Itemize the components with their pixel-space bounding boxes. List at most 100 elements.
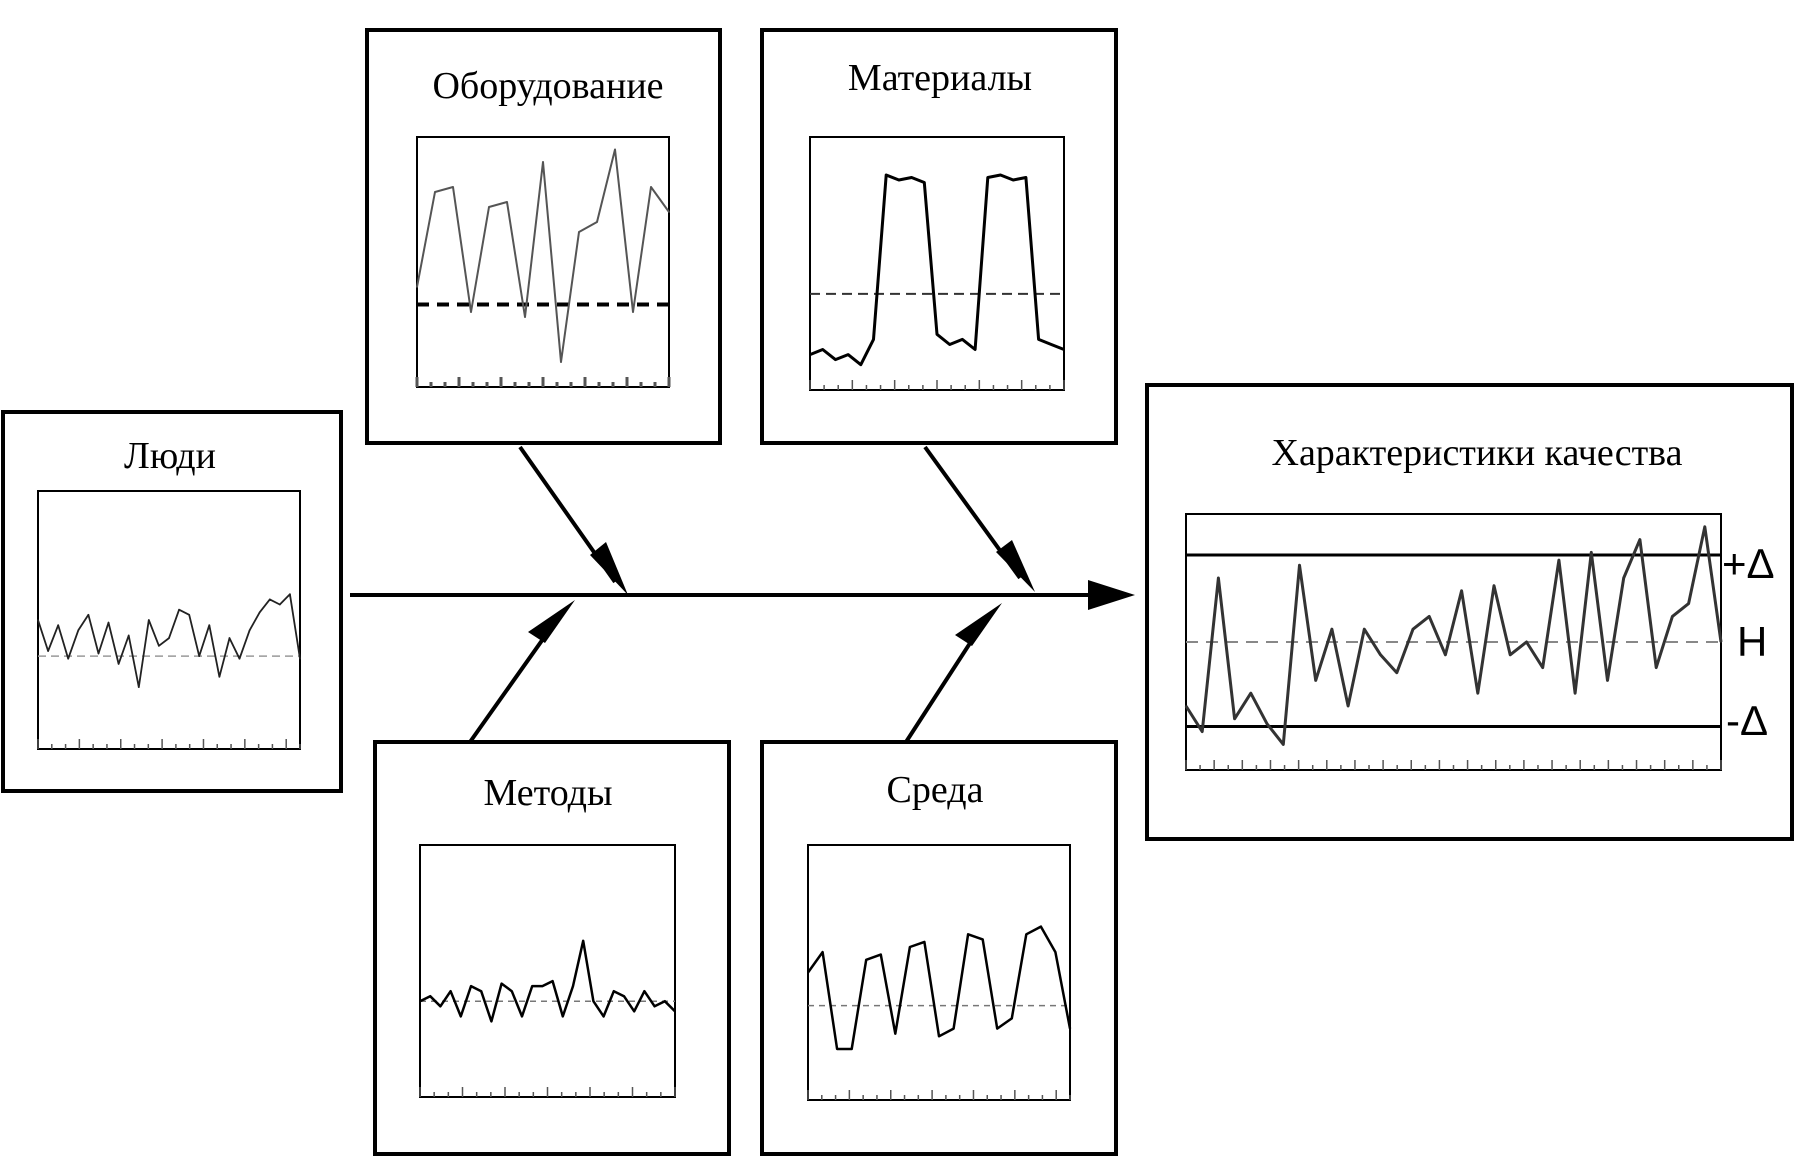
data-point (1639, 538, 1641, 541)
data-point (633, 1010, 635, 1013)
data-point (1493, 584, 1495, 587)
data-point (1314, 679, 1317, 682)
equipment-arrowhead (590, 542, 628, 595)
data-point (898, 179, 900, 181)
data-point (836, 1048, 838, 1050)
data-point (847, 353, 849, 356)
data-point (1012, 179, 1014, 181)
data-point (238, 657, 241, 660)
data-point (1655, 666, 1657, 669)
quality-box: Характеристики качества +Δ Н -Δ (1145, 383, 1794, 841)
data-point (1444, 654, 1447, 656)
data-point (1541, 666, 1544, 669)
data-point (168, 637, 170, 639)
data-point (894, 1032, 897, 1035)
data-point (1347, 705, 1349, 707)
data-point (1590, 551, 1593, 554)
data-point (885, 174, 887, 176)
data-point (521, 1015, 523, 1018)
data-point (923, 181, 926, 184)
data-point (158, 645, 160, 647)
data-point (1412, 628, 1414, 630)
data-point (1025, 176, 1027, 179)
data-point (1460, 590, 1463, 592)
data-point (541, 985, 544, 987)
data-point (1233, 718, 1236, 720)
data-point (1622, 577, 1625, 579)
data-point (1010, 1017, 1013, 1020)
data-point (999, 174, 1002, 176)
nominal-label: Н (1737, 618, 1767, 665)
upper-limit-label: +Δ (1722, 540, 1775, 587)
data-point (602, 1015, 605, 1018)
data-point (1025, 933, 1028, 936)
data-point (592, 1000, 595, 1003)
data-point (178, 608, 180, 611)
data-point (623, 995, 625, 997)
data-point (460, 1015, 462, 1018)
data-point (1037, 338, 1040, 341)
data-point (188, 614, 190, 616)
data-point (198, 655, 201, 657)
data-point (560, 361, 562, 363)
data-point (289, 593, 291, 595)
data-point (268, 598, 271, 601)
quality-chart (1184, 525, 1723, 770)
materials-chart (809, 173, 1065, 390)
data-point (208, 624, 211, 626)
data-point (511, 990, 513, 992)
data-point (674, 1010, 676, 1013)
methods-arrowhead (528, 600, 575, 643)
data-point (452, 186, 454, 188)
equipment-chart-frame (416, 136, 670, 388)
data-point (653, 1005, 656, 1008)
data-point (127, 634, 130, 637)
data-point (1201, 730, 1204, 733)
data-point (1050, 343, 1053, 346)
data-point (664, 1000, 666, 1003)
data-point (490, 1020, 493, 1023)
data-point (1574, 692, 1576, 694)
data-point (228, 637, 231, 639)
equipment-title: Оборудование (432, 65, 663, 107)
data-point (1606, 679, 1609, 682)
data-point (77, 629, 80, 632)
environment-chart (806, 925, 1072, 1100)
data-point (650, 186, 652, 188)
data-point (1063, 348, 1065, 351)
data-point (419, 1000, 421, 1003)
materials-box: Материалы (760, 28, 1118, 445)
data-point (1558, 559, 1560, 561)
people-title: Люди (124, 435, 216, 477)
environment-chart-frame (807, 844, 1071, 1101)
data-point (137, 686, 140, 688)
data-point (948, 343, 951, 346)
data-point (37, 619, 39, 621)
data-point (821, 951, 824, 953)
data-point (47, 650, 49, 652)
data-point (1266, 723, 1268, 725)
data-point (596, 221, 598, 223)
data-point (987, 176, 989, 179)
equipment-chart (415, 148, 671, 387)
data-point (218, 675, 221, 678)
data-point (248, 629, 251, 632)
data-point (1477, 692, 1479, 694)
data-point (1040, 925, 1042, 928)
data-point (470, 311, 472, 313)
data-point (981, 938, 984, 941)
data-point (1687, 602, 1690, 605)
data-point (416, 286, 418, 288)
data-point (439, 1005, 442, 1008)
data-point (500, 982, 503, 985)
data-point (542, 161, 544, 163)
data-point (936, 333, 938, 336)
data-point (872, 338, 875, 341)
data-point (578, 231, 580, 233)
materials-arrowhead (996, 540, 1035, 592)
data-point (850, 1048, 853, 1050)
data-point (551, 980, 554, 982)
methods-chart (419, 939, 676, 1097)
series-line (419, 939, 676, 1023)
